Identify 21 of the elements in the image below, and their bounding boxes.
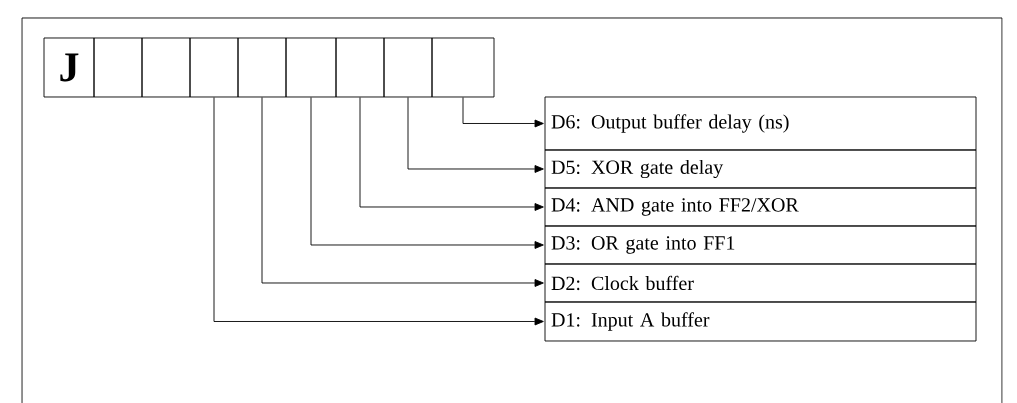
letter-cell: J bbox=[43, 37, 95, 98]
empty-cell bbox=[431, 37, 495, 98]
connector-arrow bbox=[310, 97, 544, 249]
connector-arrow bbox=[359, 97, 544, 211]
empty-cell bbox=[189, 37, 239, 98]
empty-cell bbox=[335, 37, 385, 98]
empty-cell bbox=[285, 37, 337, 98]
connector-arrow bbox=[213, 97, 544, 326]
connector-arrow bbox=[407, 97, 544, 173]
empty-cell bbox=[383, 37, 433, 98]
delay-box: D6: Output buffer delay (ns) bbox=[544, 96, 977, 151]
delay-box: D2: Clock buffer bbox=[544, 263, 977, 303]
connector-arrow bbox=[462, 97, 544, 128]
delay-box: D1: Input A buffer bbox=[544, 301, 977, 342]
empty-cell bbox=[93, 37, 143, 98]
delay-box: D5: XOR gate delay bbox=[544, 149, 977, 189]
connector-arrow bbox=[261, 97, 544, 287]
delay-box: D4: AND gate into FF2/XOR bbox=[544, 187, 977, 227]
empty-cell bbox=[237, 37, 287, 98]
empty-cell bbox=[141, 37, 191, 98]
delay-box: D3: OR gate into FF1 bbox=[544, 225, 977, 265]
